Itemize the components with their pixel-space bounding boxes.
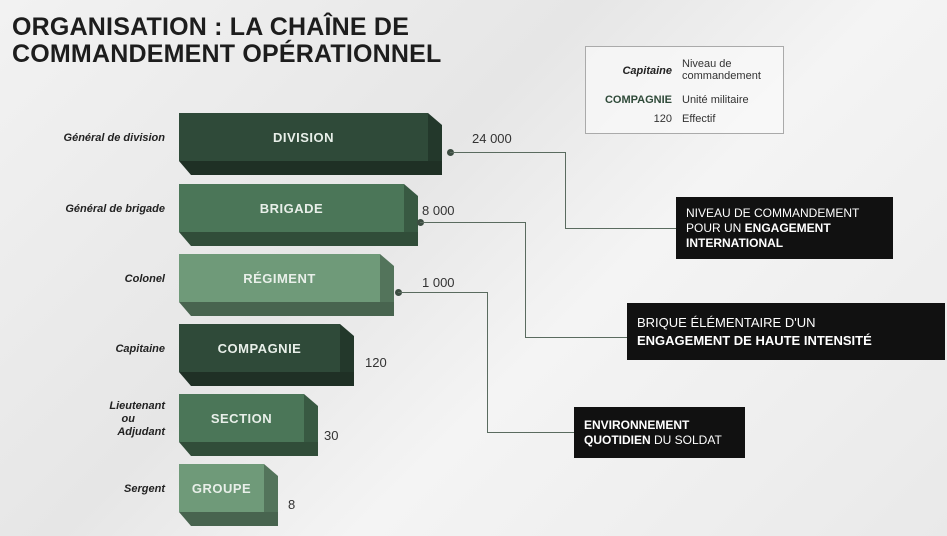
- callout-text: ENVIRONNEMENT: [584, 417, 690, 432]
- unit-bar-brigade: BRIGADE: [179, 184, 418, 246]
- unit-bar-section: SECTION: [179, 394, 318, 456]
- legend-unit-label: Unité militaire: [682, 94, 749, 106]
- bar-side: [340, 324, 354, 386]
- bar-bottom: [179, 161, 442, 175]
- bar-bottom: [179, 442, 318, 456]
- callout-international: NIVEAU DE COMMANDEMENT POUR UN ENGAGEMEN…: [676, 197, 893, 259]
- unit-label: GROUPE: [179, 464, 264, 512]
- unit-label: DIVISION: [179, 113, 428, 161]
- callout-text: INTERNATIONAL: [686, 235, 784, 250]
- connector-line: [565, 152, 566, 229]
- callout-text: POUR UN ENGAGEMENT: [686, 221, 883, 236]
- page-title: ORGANISATION : LA CHAÎNE DE COMMANDEMENT…: [12, 14, 442, 68]
- rank-label: Capitaine: [115, 343, 165, 355]
- bar-bottom: [179, 372, 354, 386]
- unit-count: 8: [288, 497, 296, 512]
- callout-text-part: DU SOLDAT: [650, 432, 722, 447]
- bar-bottom: [179, 512, 278, 526]
- bar-bottom: [179, 232, 418, 246]
- callout-haute-intensite: BRIQUE ÉLÉMENTAIRE D'UN ENGAGEMENT DE HA…: [627, 303, 945, 360]
- unit-count: 24 000: [472, 131, 512, 146]
- callout-quotidien: ENVIRONNEMENT QUOTIDIEN DU SOLDAT: [574, 407, 745, 458]
- bar-side: [428, 113, 442, 175]
- callout-text: NIVEAU DE COMMANDEMENT: [686, 205, 860, 220]
- legend-count-example: 120: [653, 113, 672, 125]
- unit-bar-groupe: GROUPE: [179, 464, 278, 526]
- legend-count-label: Effectif: [682, 113, 716, 125]
- bar-side: [304, 394, 318, 456]
- rank-label: Sergent: [124, 483, 165, 495]
- title-line-2: COMMANDEMENT OPÉRATIONNEL: [12, 40, 442, 68]
- rank-line: Adjudant: [117, 426, 165, 438]
- rank-line: Lieutenant: [109, 400, 165, 412]
- callout-text-part: POUR UN: [686, 220, 745, 235]
- title-line-1: ORGANISATION : LA CHAÎNE DE: [12, 13, 410, 41]
- unit-label: SECTION: [179, 394, 304, 442]
- connector-line: [525, 337, 627, 338]
- connector-line: [420, 222, 526, 223]
- legend-rank-example: Capitaine: [622, 65, 672, 77]
- unit-bar-division: DIVISION: [179, 113, 442, 175]
- legend-unit-example: COMPAGNIE: [604, 94, 672, 106]
- bar-side: [404, 184, 418, 246]
- unit-label: RÉGIMENT: [179, 254, 380, 302]
- unit-label: BRIGADE: [179, 184, 404, 232]
- unit-count: 8 000: [422, 203, 455, 218]
- rank-label: Général de brigade: [65, 203, 165, 215]
- unit-count: 120: [365, 355, 387, 370]
- callout-text-bold: ENGAGEMENT: [744, 220, 831, 235]
- legend-rank-label-2: commandement: [682, 70, 761, 82]
- callout-text: BRIQUE ÉLÉMENTAIRE D'UN: [637, 314, 816, 330]
- connector-line: [487, 432, 574, 433]
- callout-text-bold: QUOTIDIEN: [584, 432, 651, 447]
- bar-side: [380, 254, 394, 316]
- unit-bar-compagnie: COMPAGNIE: [179, 324, 354, 386]
- rank-label: Général de division: [63, 132, 165, 144]
- unit-label: COMPAGNIE: [179, 324, 340, 372]
- callout-text: QUOTIDIEN DU SOLDAT: [584, 433, 735, 448]
- legend-rank-label-1: Niveau de: [682, 58, 732, 70]
- unit-count: 1 000: [422, 275, 455, 290]
- callout-text: ENGAGEMENT DE HAUTE INTENSITÉ: [637, 332, 872, 348]
- bar-side: [264, 464, 278, 526]
- bar-bottom: [179, 302, 394, 316]
- rank-line: ou: [121, 413, 135, 425]
- connector-line: [525, 222, 526, 338]
- rank-label: Colonel: [124, 273, 165, 285]
- connector-line: [398, 292, 488, 293]
- unit-bar-régiment: RÉGIMENT: [179, 254, 394, 316]
- connector-line: [450, 152, 566, 153]
- connector-line: [487, 292, 488, 433]
- connector-line: [565, 228, 676, 229]
- unit-count: 30: [324, 428, 339, 443]
